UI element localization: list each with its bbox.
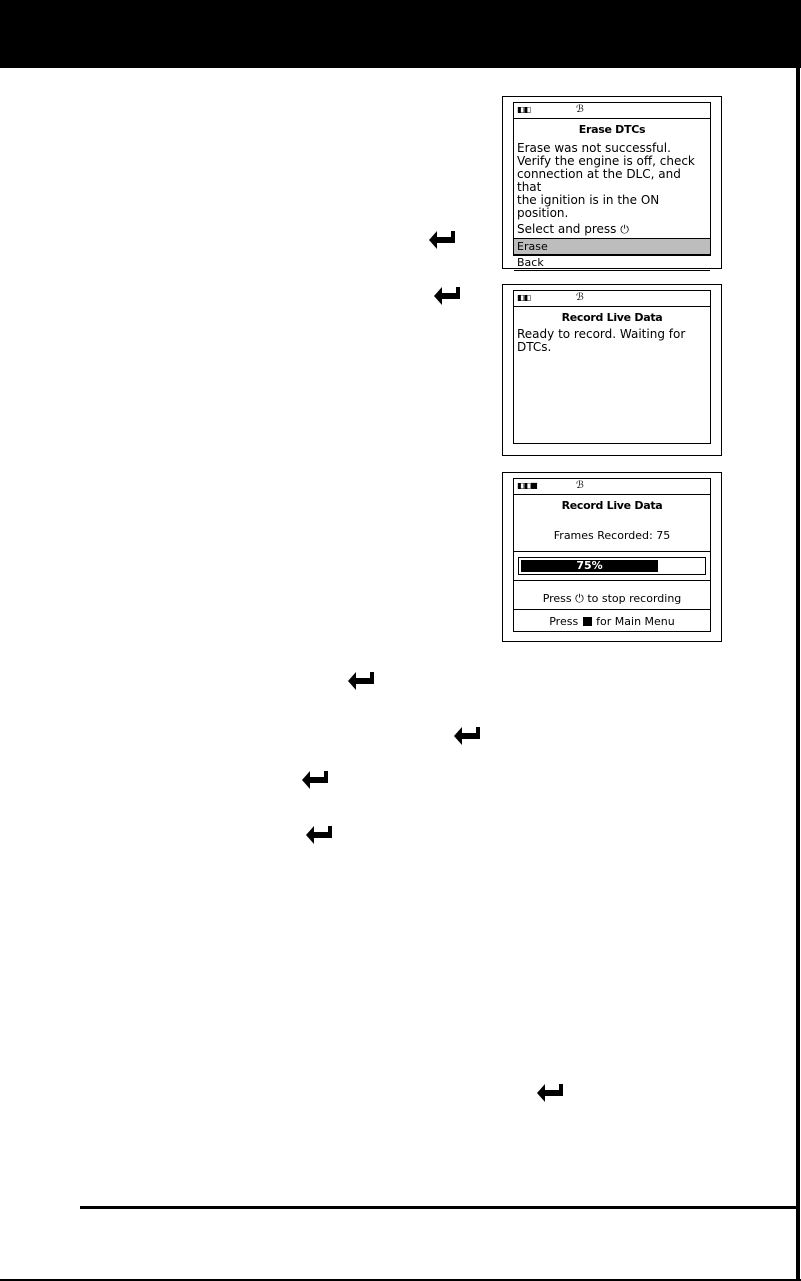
screen-display: ◧◧■ ℬ Record Live Data Frames Recorded: …: [513, 478, 711, 632]
enter-key-icon: [432, 285, 462, 307]
message-line: Erase was not successful.: [517, 141, 671, 155]
message-text: Erase was not successful. Verify the eng…: [514, 142, 710, 220]
status-message: Ready to record. Waiting for DTCs.: [517, 327, 686, 354]
stop-label: to stop recording: [587, 592, 682, 605]
frames-recorded-label: Frames Recorded: 75: [553, 529, 671, 542]
vehicle-icon: ◧◧: [517, 293, 531, 302]
select-prompt: Select and press ⏻: [514, 222, 710, 237]
prompt-label: Select and press: [517, 222, 617, 236]
vehicle-icon: ◧◧: [517, 105, 531, 114]
screen-display: ◧◧ ℬ Record Live Data Ready to record. W…: [513, 290, 711, 444]
divider: [514, 609, 710, 610]
screen-title: Record Live Data: [561, 311, 663, 324]
press-label: Press: [549, 615, 579, 628]
enter-key-icon: [452, 725, 482, 747]
bluetooth-icon: ℬ: [576, 292, 584, 303]
screen-erase-dtcs: ◧◧ ℬ Erase DTCs Erase was not successful…: [502, 96, 722, 271]
power-button-icon: ⏻: [620, 223, 629, 236]
screen-display: ◧◧ ℬ Erase DTCs Erase was not successful…: [513, 102, 711, 271]
menu-label: for Main Menu: [596, 615, 675, 628]
divider: [514, 551, 710, 552]
status-bar: ◧◧■ ℬ: [514, 479, 710, 495]
message-line: the ignition is in the ON position.: [517, 193, 660, 220]
progress-fill: 75%: [521, 560, 658, 572]
stop-recording-hint: Press ⏻ to stop recording: [514, 592, 710, 606]
screen-record-waiting: ◧◧ ℬ Record Live Data Ready to record. W…: [502, 284, 722, 456]
screen-title: Erase DTCs: [578, 123, 646, 136]
status-bar: ◧◧ ℬ: [514, 103, 710, 119]
page-bottom-edge: [0, 1279, 801, 1281]
page-header-bar: [0, 0, 801, 68]
main-menu-hint: Press for Main Menu: [514, 615, 710, 628]
enter-key-icon: [346, 670, 376, 692]
divider: [514, 580, 710, 581]
message-line: connection at the DLC, and that: [517, 167, 681, 194]
enter-key-icon: [300, 769, 330, 791]
enter-key-icon: [427, 229, 457, 251]
bluetooth-icon: ℬ: [576, 480, 584, 491]
status-bar: ◧◧ ℬ: [514, 291, 710, 307]
power-button-icon: ⏻: [575, 592, 584, 605]
screen-record-progress: ◧◧■ ℬ Record Live Data Frames Recorded: …: [502, 472, 722, 642]
enter-key-icon: [535, 1082, 565, 1104]
progress-label: 75%: [576, 559, 603, 572]
vehicle-icon: ◧◧■: [517, 481, 538, 490]
bluetooth-icon: ℬ: [576, 104, 584, 115]
footer-rule: [80, 1206, 796, 1209]
menu-button-icon: [582, 617, 592, 626]
progress-bar: 75%: [518, 557, 706, 575]
message-line: Verify the engine is off, check: [517, 154, 695, 168]
menu-item-back[interactable]: Back: [514, 254, 710, 271]
screen-title: Record Live Data: [561, 499, 663, 512]
press-label: Press: [542, 592, 572, 605]
menu-item-erase[interactable]: Erase: [514, 238, 710, 254]
enter-key-icon: [304, 824, 334, 846]
right-margin-rule: [796, 68, 800, 1281]
